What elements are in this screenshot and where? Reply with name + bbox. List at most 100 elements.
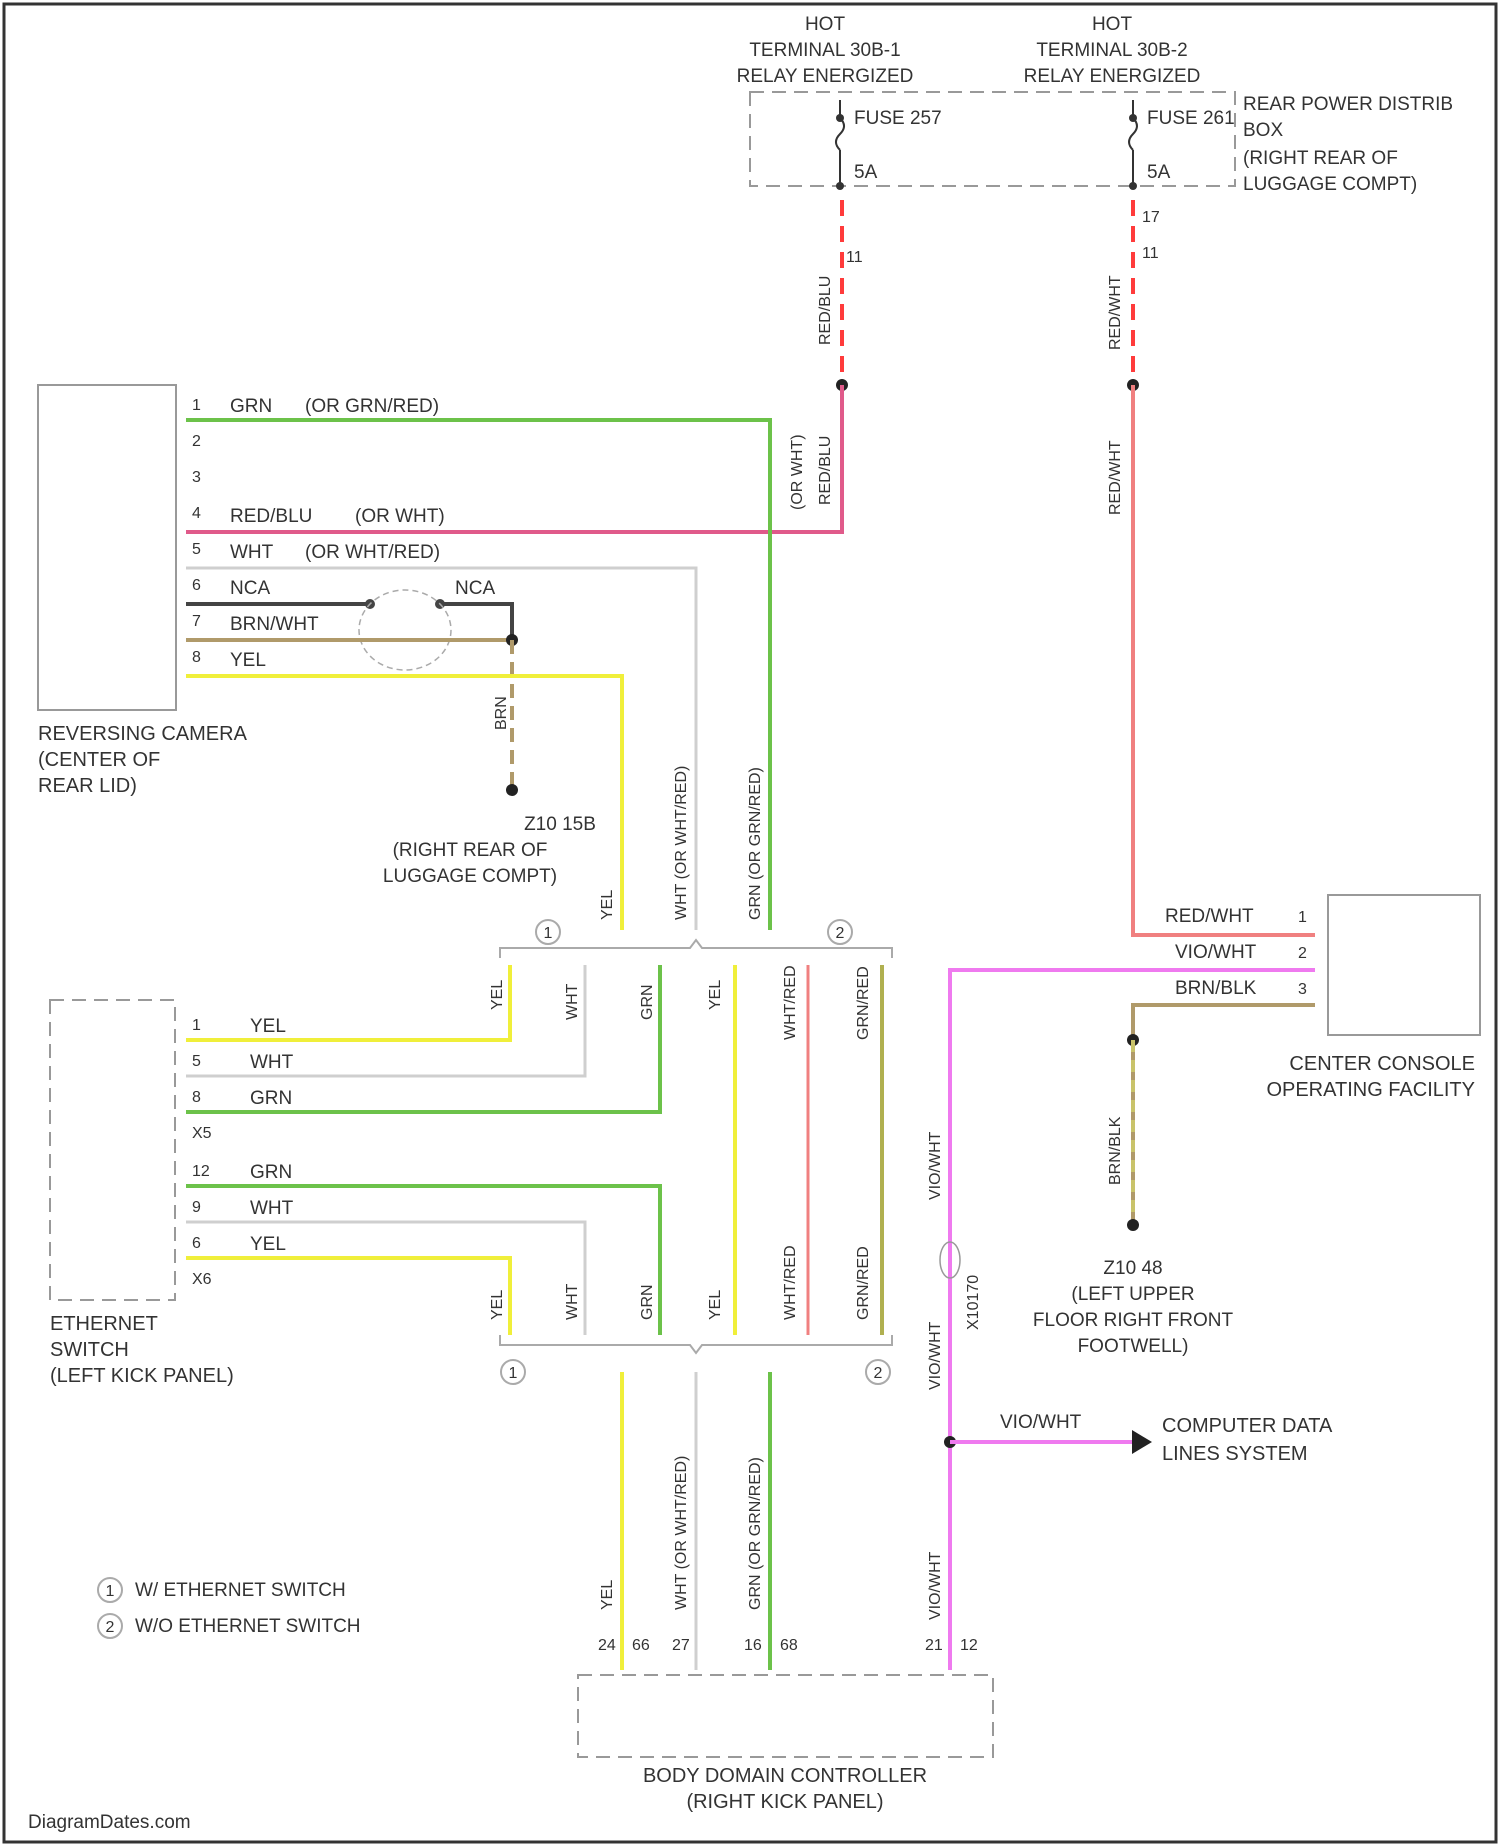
- svg-text:1: 1: [1298, 909, 1307, 926]
- wire-p6-label: NCA: [230, 578, 270, 599]
- svg-text:(CENTER OF: (CENTER OF: [38, 749, 160, 771]
- label-red-blu-lower: RED/BLU: [817, 436, 834, 505]
- rear-power-box-label: REAR POWER DISTRIB BOX (RIGHT REAR OF LU…: [1243, 94, 1453, 195]
- ground-upper-dot: [506, 784, 518, 796]
- vlabel-grn-red-1: GRN/RED: [855, 966, 872, 1040]
- vlabel-yel-2: YEL: [707, 980, 724, 1010]
- svg-text:4: 4: [192, 505, 201, 522]
- vlabel-wht-bdc: WHT (OR WHT/RED): [673, 1456, 690, 1610]
- eth-wire-top-1: YEL: [250, 1016, 286, 1037]
- vlabel-wht-top: WHT (OR WHT/RED): [673, 766, 690, 920]
- svg-text:LUGGAGE COMPT): LUGGAGE COMPT): [1243, 174, 1417, 195]
- svg-text:FOOTWELL): FOOTWELL): [1078, 1336, 1189, 1357]
- svg-text:SWITCH: SWITCH: [50, 1339, 129, 1361]
- svg-text:8: 8: [192, 649, 201, 666]
- vlabel-vio-2: VIO/WHT: [927, 1321, 944, 1390]
- svg-text:(LEFT UPPER: (LEFT UPPER: [1071, 1284, 1194, 1305]
- ground-right-dot: [1127, 1219, 1139, 1231]
- svg-text:TERMINAL 30B-2: TERMINAL 30B-2: [1036, 40, 1187, 61]
- fuse-261-rating: 5A: [1147, 162, 1171, 183]
- wire-p8-label: YEL: [230, 650, 266, 671]
- bdc-pins: 24 66 27 16 68 21 12: [598, 1637, 978, 1654]
- svg-text:6: 6: [192, 1235, 201, 1252]
- svg-text:5: 5: [192, 1053, 201, 1070]
- svg-text:Z10 15B: Z10 15B: [524, 814, 596, 835]
- svg-text:7: 7: [192, 613, 201, 630]
- svg-text:1: 1: [192, 397, 201, 414]
- svg-text:2: 2: [836, 925, 845, 942]
- vlabel-wht-1: WHT: [564, 983, 581, 1020]
- wire-eth-yel-top: [186, 965, 510, 1040]
- vlabel-wht-2: WHT: [564, 1283, 581, 1320]
- label-red-blu-upper: RED/BLU: [817, 276, 834, 345]
- vlabel-grn-bdc: GRN (OR GRN/RED): [747, 1457, 764, 1610]
- fuse-261-name: FUSE 261: [1147, 108, 1235, 129]
- svg-text:OPERATING FACILITY: OPERATING FACILITY: [1266, 1079, 1475, 1101]
- fuse-257: FUSE 257 5A: [836, 100, 942, 190]
- fuse-257-rating: 5A: [854, 162, 878, 183]
- wire-yel-camera: [186, 676, 622, 930]
- vlabel-yel-bdc: YEL: [599, 1580, 616, 1610]
- svg-text:X6: X6: [192, 1271, 212, 1288]
- svg-text:27: 27: [672, 1637, 690, 1654]
- ethernet-switch-label: ETHERNET SWITCH (LEFT KICK PANEL): [50, 1313, 234, 1387]
- console-pins: 1 2 3: [1298, 909, 1307, 998]
- svg-text:HOT: HOT: [805, 14, 846, 35]
- body-domain-controller-box: [578, 1675, 993, 1757]
- svg-text:12: 12: [192, 1163, 210, 1180]
- wire-eth-wht-bottom: [186, 1222, 585, 1335]
- wire-eth-yel-bottom: [186, 1258, 510, 1335]
- vlabel-yel-4: YEL: [707, 1290, 724, 1320]
- svg-text:FLOOR RIGHT FRONT: FLOOR RIGHT FRONT: [1033, 1310, 1234, 1331]
- wire-p7-label: BRN/WHT: [230, 614, 319, 635]
- svg-text:1: 1: [544, 925, 553, 942]
- svg-text:ETHERNET: ETHERNET: [50, 1313, 158, 1335]
- eth-wire-bottom-2: WHT: [250, 1198, 294, 1219]
- vlabel-wht-red-2: WHT/RED: [782, 1245, 799, 1320]
- svg-text:68: 68: [780, 1637, 798, 1654]
- svg-text:1: 1: [106, 1583, 115, 1600]
- ethernet-switch-box: [50, 1000, 175, 1300]
- svg-text:TERMINAL 30B-1: TERMINAL 30B-1: [749, 40, 900, 61]
- vlabel-yel-1: YEL: [489, 980, 506, 1010]
- svg-text:X5: X5: [192, 1125, 212, 1142]
- svg-text:6: 6: [192, 577, 201, 594]
- label-red-wht-upper: RED/WHT: [1107, 275, 1124, 350]
- svg-text:CENTER CONSOLE: CENTER CONSOLE: [1289, 1053, 1475, 1075]
- vlabel-wht-red-1: WHT/RED: [782, 965, 799, 1040]
- splice-label: X10170: [965, 1275, 982, 1330]
- reversing-camera-label: REVERSING CAMERA (CENTER OF REAR LID): [38, 723, 248, 797]
- label-brn: BRN: [493, 696, 510, 730]
- svg-text:3: 3: [1298, 981, 1307, 998]
- svg-text:W/ ETHERNET SWITCH: W/ ETHERNET SWITCH: [135, 1580, 346, 1601]
- eth-wire-bottom-1: GRN: [250, 1162, 292, 1183]
- svg-text:REAR LID): REAR LID): [38, 775, 137, 797]
- svg-text:2: 2: [106, 1619, 115, 1636]
- pin-right-11: 11: [1142, 245, 1159, 262]
- label-or-wht: (OR WHT): [789, 434, 806, 510]
- svg-text:BOX: BOX: [1243, 120, 1283, 141]
- svg-text:3: 3: [192, 469, 201, 486]
- vlabel-yel-3: YEL: [489, 1290, 506, 1320]
- svg-text:(LEFT KICK PANEL): (LEFT KICK PANEL): [50, 1365, 234, 1387]
- svg-text:REAR POWER DISTRIB: REAR POWER DISTRIB: [1243, 94, 1453, 115]
- reversing-camera-box: [38, 385, 176, 710]
- wire-p5-alt: (OR WHT/RED): [305, 542, 440, 563]
- pin-right-17: 17: [1142, 209, 1160, 226]
- pin-left-11: 11: [846, 249, 863, 266]
- svg-text:W/O ETHERNET SWITCH: W/O ETHERNET SWITCH: [135, 1616, 361, 1637]
- bdc-label: BODY DOMAIN CONTROLLER (RIGHT KICK PANEL…: [643, 1765, 927, 1813]
- vlabel-yel-top: YEL: [599, 890, 616, 920]
- console-wire-1: RED/WHT: [1165, 906, 1254, 927]
- svg-text:RELAY ENERGIZED: RELAY ENERGIZED: [1024, 66, 1201, 87]
- svg-text:66: 66: [632, 1637, 650, 1654]
- svg-text:9: 9: [192, 1199, 201, 1216]
- svg-text:BODY DOMAIN CONTROLLER: BODY DOMAIN CONTROLLER: [643, 1765, 927, 1787]
- console-wire-3: BRN/BLK: [1175, 978, 1257, 999]
- bracket-bottom: [500, 1335, 892, 1353]
- ethernet-pins: 1 5 8 X5 12 9 6 X6: [192, 1017, 212, 1288]
- eth-wire-top-2: WHT: [250, 1052, 294, 1073]
- svg-text:1: 1: [192, 1017, 201, 1034]
- eth-wire-bottom-3: YEL: [250, 1234, 286, 1255]
